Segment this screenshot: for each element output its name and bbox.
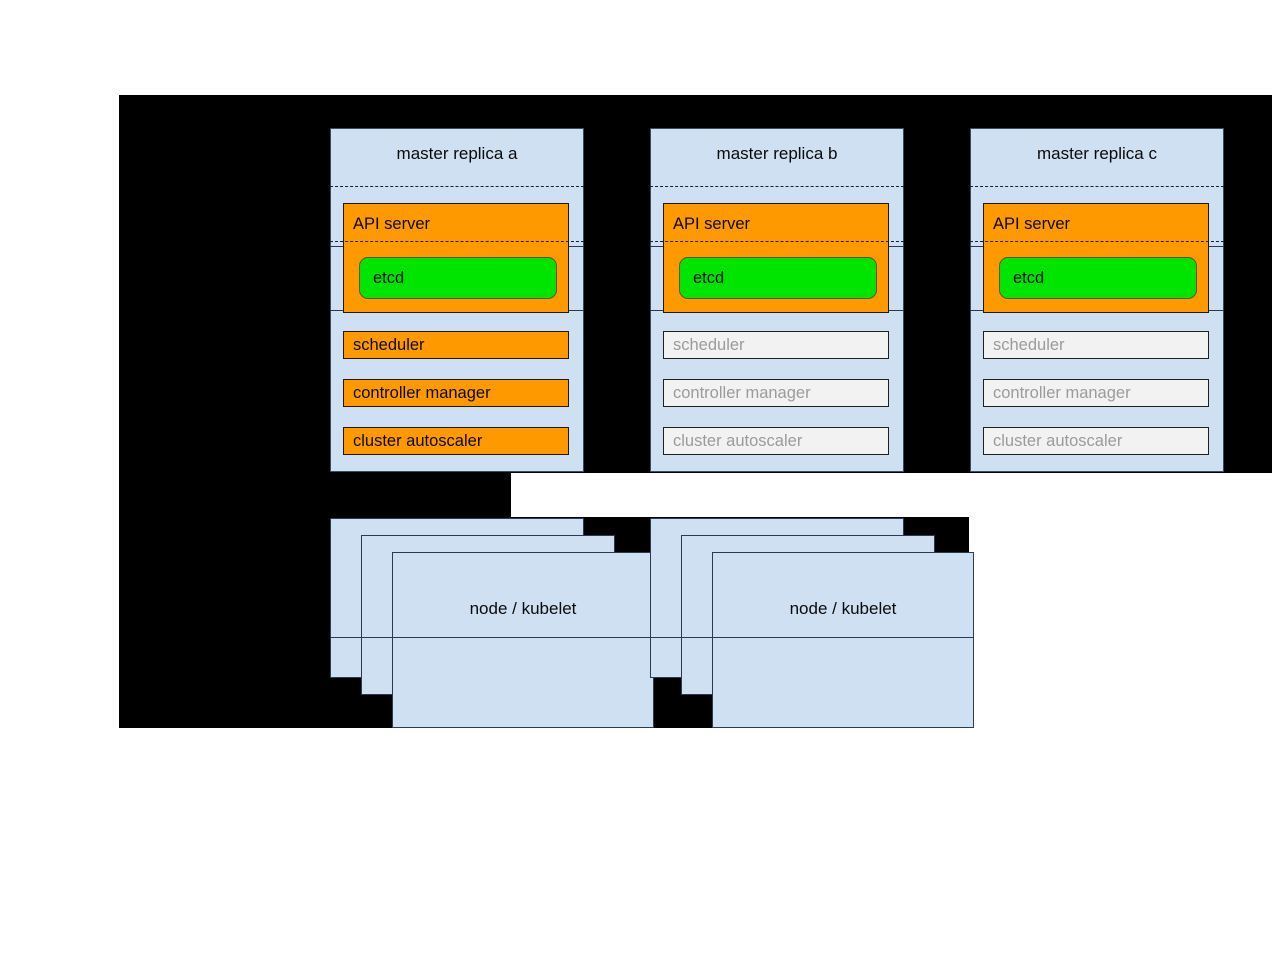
replica-c-controller-manager[interactable]: controller manager xyxy=(983,379,1209,407)
replica-b-divider-top xyxy=(650,186,904,187)
node-group-left-card-front[interactable]: node / kubelet xyxy=(392,552,654,728)
node-group-right-card-front[interactable]: node / kubelet xyxy=(712,552,974,728)
master-replica-b-title: master replica b xyxy=(716,144,838,163)
replica-b-cluster-autoscaler-label: cluster autoscaler xyxy=(673,431,803,450)
backdrop-plate-left-mid xyxy=(119,473,511,517)
replica-a-scheduler-label: scheduler xyxy=(353,335,425,354)
replica-a-etcd[interactable]: etcd xyxy=(359,257,557,299)
replica-b-etcd[interactable]: etcd xyxy=(679,257,877,299)
replica-c-divider-apiserver xyxy=(970,241,1224,242)
replica-b-divider-apiserver xyxy=(650,241,904,242)
node-group-left-label: node / kubelet xyxy=(469,599,577,618)
master-replica-a-title: master replica a xyxy=(396,144,518,163)
replica-c-cluster-autoscaler[interactable]: cluster autoscaler xyxy=(983,427,1209,455)
replica-c-divider-top xyxy=(970,186,1224,187)
replica-b-scheduler[interactable]: scheduler xyxy=(663,331,889,359)
replica-c-scheduler-label: scheduler xyxy=(993,335,1065,354)
node-group-left-divider xyxy=(330,637,654,638)
replica-a-controller-manager-label: controller manager xyxy=(353,383,491,402)
replica-a-etcd-label: etcd xyxy=(373,268,405,287)
replica-c-etcd[interactable]: etcd xyxy=(999,257,1197,299)
replica-a-apiserver-label: API server xyxy=(353,215,431,233)
master-replica-c-title: master replica c xyxy=(1037,144,1157,163)
replica-c-cluster-autoscaler-label: cluster autoscaler xyxy=(993,431,1123,450)
replica-a-cluster-autoscaler-label: cluster autoscaler xyxy=(353,431,483,450)
replica-a-cluster-autoscaler[interactable]: cluster autoscaler xyxy=(343,427,569,455)
replica-c-apiserver-label: API server xyxy=(993,215,1071,233)
replica-c-controller-manager-label: controller manager xyxy=(993,383,1131,402)
replica-b-controller-manager-label: controller manager xyxy=(673,383,811,402)
replica-b-controller-manager[interactable]: controller manager xyxy=(663,379,889,407)
replica-a-controller-manager[interactable]: controller manager xyxy=(343,379,569,407)
replica-c-scheduler[interactable]: scheduler xyxy=(983,331,1209,359)
replica-a-scheduler[interactable]: scheduler xyxy=(343,331,569,359)
replica-b-cluster-autoscaler[interactable]: cluster autoscaler xyxy=(663,427,889,455)
whiteband-right-lower xyxy=(969,473,1280,728)
node-group-right-label: node / kubelet xyxy=(789,599,897,618)
replica-b-apiserver-label: API server xyxy=(673,215,751,233)
replica-a-divider-top xyxy=(330,186,584,187)
replica-a-divider-apiserver xyxy=(330,241,584,242)
replica-b-scheduler-label: scheduler xyxy=(673,335,745,354)
replica-b-etcd-label: etcd xyxy=(693,268,725,287)
node-group-right-divider xyxy=(650,637,974,638)
replica-c-etcd-label: etcd xyxy=(1013,268,1045,287)
